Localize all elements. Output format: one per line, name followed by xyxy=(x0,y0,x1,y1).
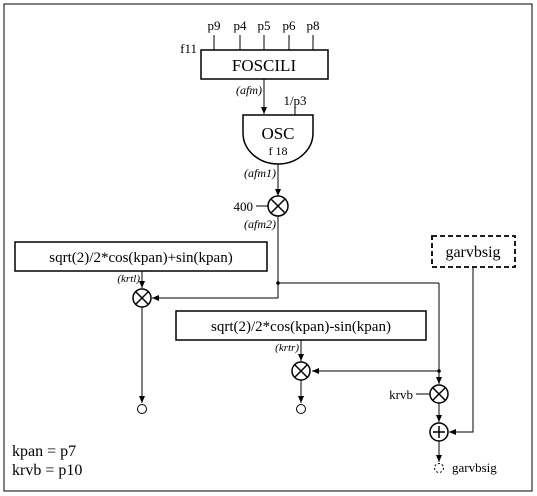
reverb-input: krvb xyxy=(389,387,413,402)
osc-title: OSC xyxy=(261,124,294,143)
osc-unit xyxy=(242,114,314,165)
left-multiplier xyxy=(132,288,152,308)
afm-label: (afm) xyxy=(236,83,262,97)
foscili-param-1: p9 xyxy=(208,18,221,33)
output-label: garvbsig xyxy=(452,460,497,475)
foscili-param-3: p5 xyxy=(258,18,271,33)
foscili-box xyxy=(200,49,329,80)
adder xyxy=(429,422,449,442)
global-signal: garvbsig xyxy=(445,244,500,261)
afm1-label: (afm1) xyxy=(244,166,276,180)
foscili-param-ticks xyxy=(213,35,314,50)
right-multiplier xyxy=(291,361,311,381)
afm2-label: (afm2) xyxy=(244,217,276,231)
junction-dot xyxy=(276,281,280,285)
gain-multiplier xyxy=(267,195,289,217)
gain-input: 400 xyxy=(234,199,254,214)
foscili-param-4: p6 xyxy=(283,18,297,33)
junction-dot-right xyxy=(437,369,441,373)
foscili-param-2: p4 xyxy=(234,18,248,33)
osc-freq: 1/p3 xyxy=(283,93,306,108)
foscili-params: p9 p4 p5 p6 p8 xyxy=(208,18,320,33)
left-formula-box xyxy=(14,241,268,272)
note-kpan: kpan = p7 xyxy=(12,443,76,460)
krtl-label: (krtl) xyxy=(117,273,140,285)
reverb-multiplier xyxy=(429,384,449,404)
right-formula: sqrt(2)/2*cos(kpan)-sin(kpan) xyxy=(211,319,391,335)
osc-table: f 18 xyxy=(269,144,288,158)
global-signal-box xyxy=(431,235,516,268)
note-krvb: krvb = p10 xyxy=(12,462,82,479)
diagram-frame xyxy=(3,3,533,492)
foscili-title: FOSCILI xyxy=(232,56,297,75)
krtr-label: (krtr) xyxy=(275,342,299,354)
foscili-table: f11 xyxy=(180,41,197,56)
left-formula: sqrt(2)/2*cos(kpan)+sin(kpan) xyxy=(49,250,232,266)
global-signal-to-adder xyxy=(449,267,474,435)
right-formula-box xyxy=(175,310,427,341)
right-output-terminal xyxy=(296,404,306,414)
foscili-param-5: p8 xyxy=(307,18,320,33)
output-terminal xyxy=(434,463,444,473)
left-output-terminal xyxy=(137,404,147,414)
